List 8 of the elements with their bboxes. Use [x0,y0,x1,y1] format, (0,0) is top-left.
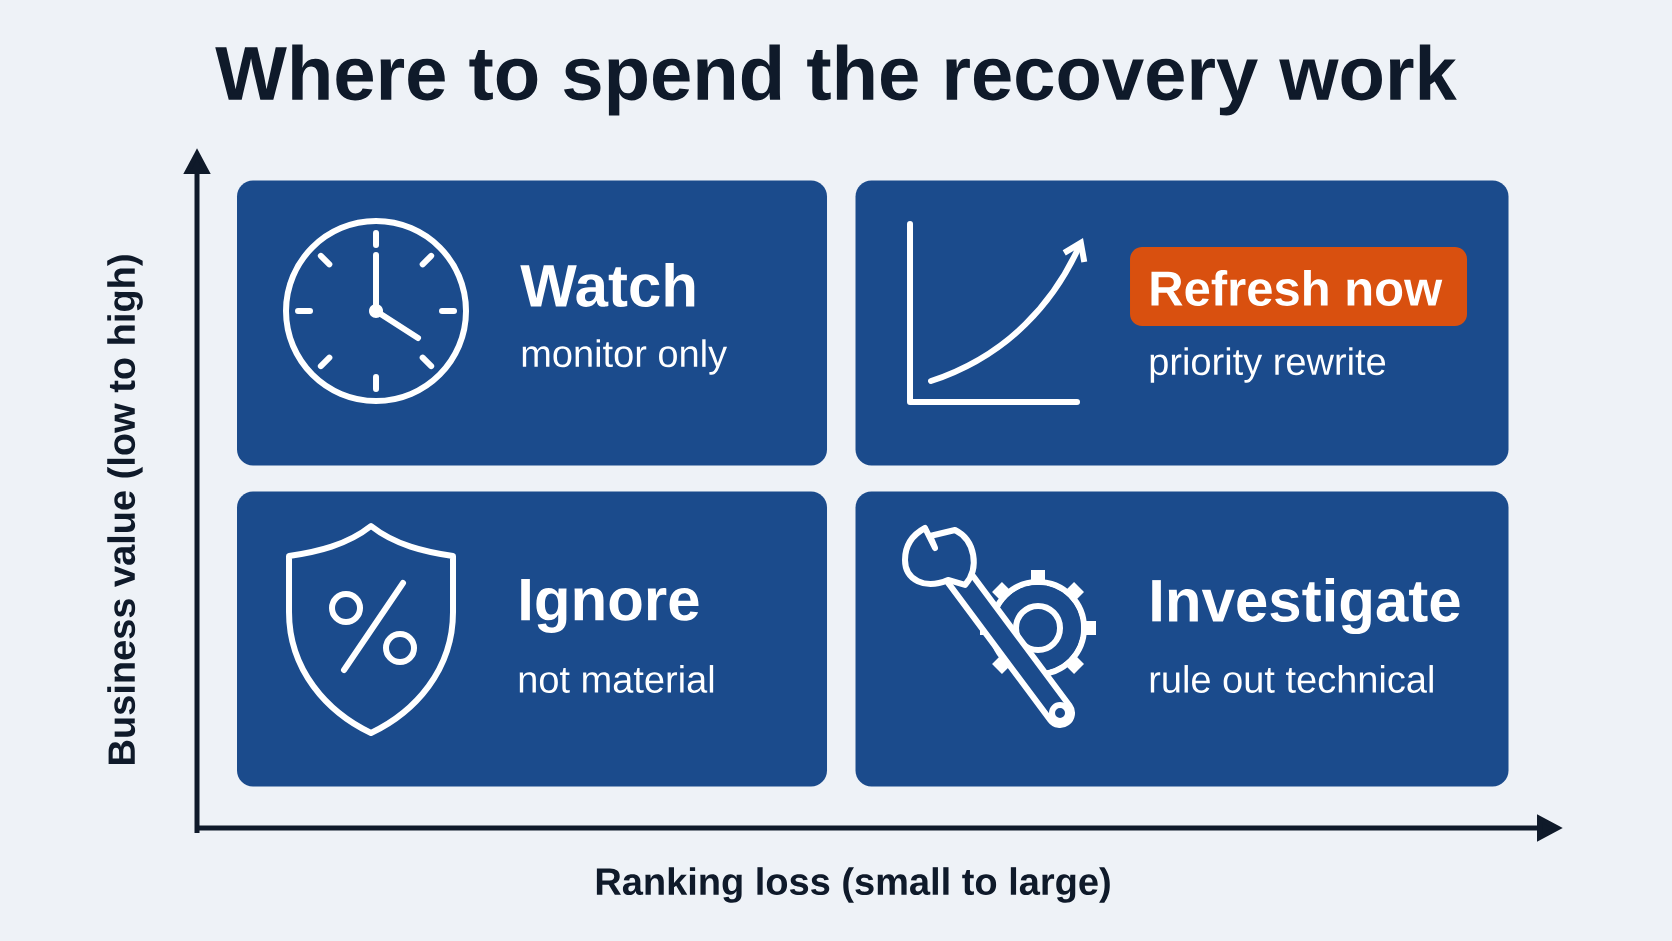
highlight-badge: Refresh now [1130,247,1467,326]
axis-label: Ranking loss (small to large) [596,867,1110,903]
title: Where to spend the recovery work [215,44,1457,116]
quadrant-box: Refresh now priority rewrite [855,180,1509,466]
quadrant-box: Investigate rule out technical [855,491,1509,787]
quadrant-box: Watch monitor only [237,180,827,466]
quadrant-box: Ignore not material [237,491,827,787]
axis-label: Business value (low to high) [107,255,143,764]
